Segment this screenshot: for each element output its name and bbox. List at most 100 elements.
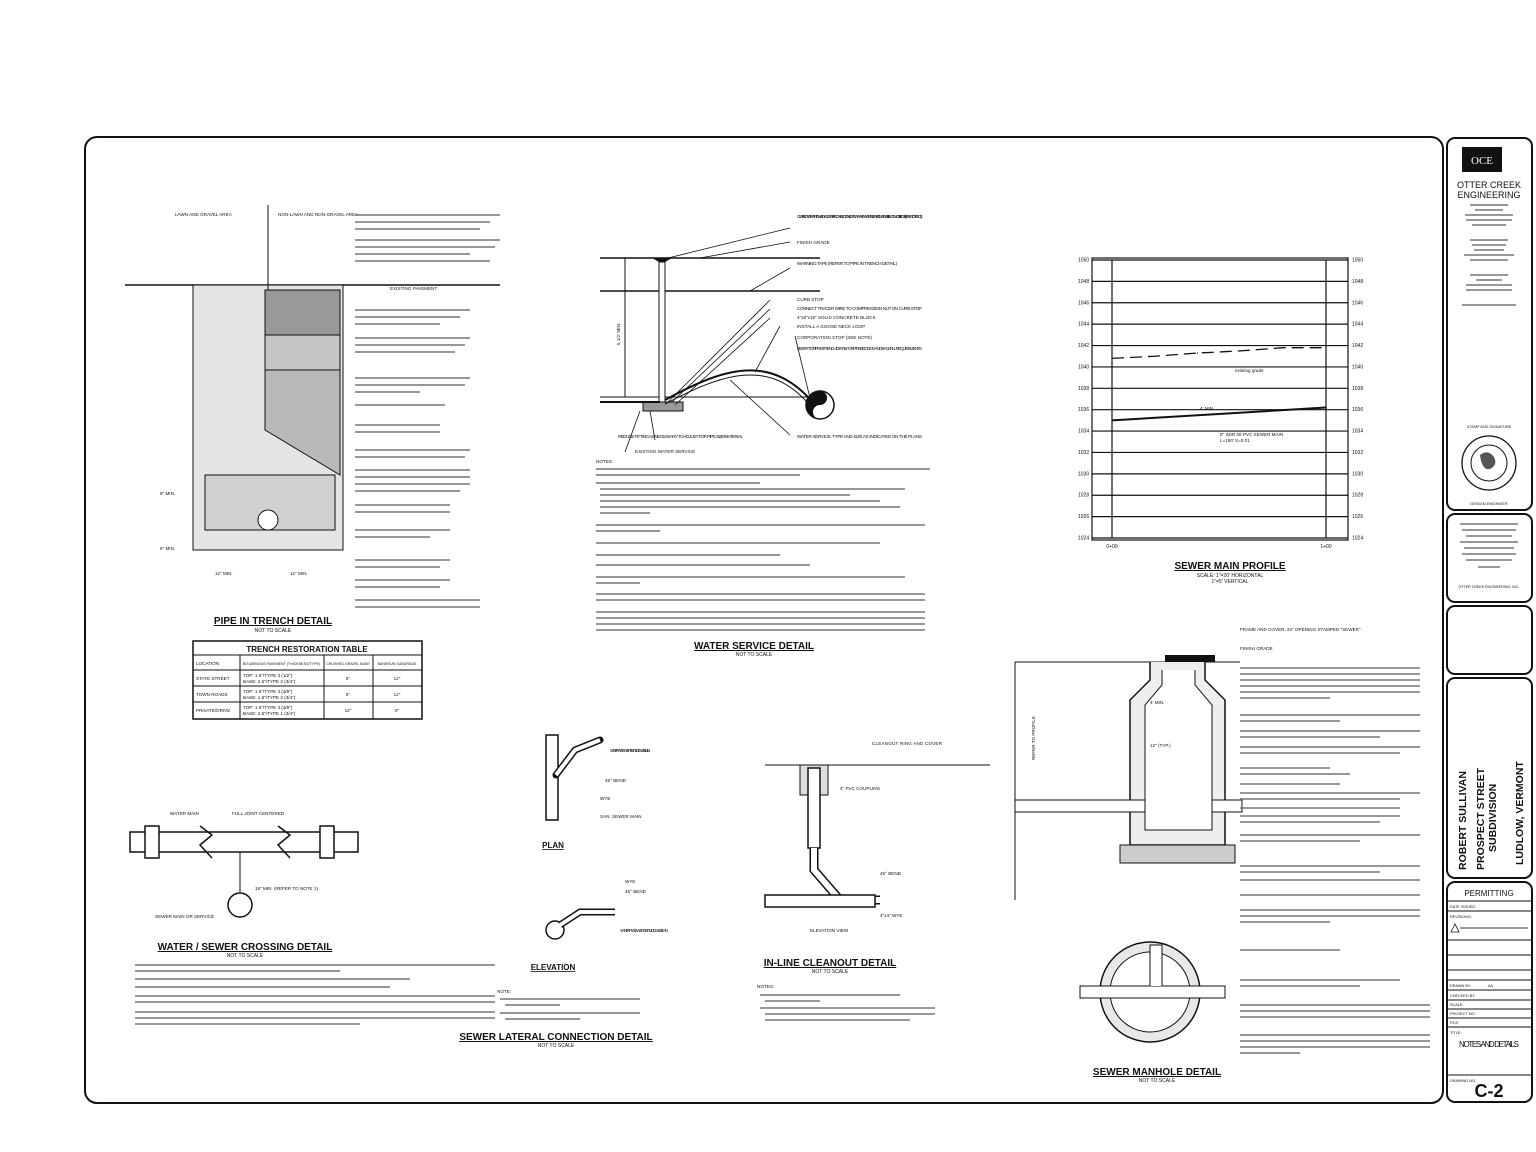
y-tick-label-left: 1028: [1078, 493, 1089, 499]
data-point: [1282, 347, 1284, 349]
label-sewer-main: SEWER MAIN OR SERVICE: [155, 914, 214, 919]
title-block: OCE OTTER CREEK ENGINEERING STAMP AND SI…: [1446, 137, 1533, 1103]
y-tick-label-right: 1044: [1352, 322, 1363, 328]
y-tick-label-right: 1024: [1352, 536, 1363, 542]
label-12-min-left: 12" MIN.: [215, 571, 233, 576]
label-existing-grade: existing grade: [1235, 368, 1264, 373]
project-name-line-2: SUBDIVISION: [1487, 784, 1499, 852]
label-sewer-main-pipe: 8" SDR 35 PVC SEWER MAIN: [1220, 432, 1283, 437]
series-sewer-main: [1111, 406, 1327, 422]
sewer-lateral-scale: NOT TO SCALE: [538, 1043, 575, 1049]
firm-name-line-1: OTTER CREEK: [1457, 180, 1521, 190]
stamp-label-bottom: DESIGN ENGINEER: [1470, 501, 1507, 506]
label-elevation-view: ELEVATION VIEW: [810, 928, 849, 933]
y-tick-label-left: 1048: [1078, 279, 1089, 285]
label-warning-tape: WARNING TAPE (REFER TO PIPE IN TRENCH DE…: [797, 261, 897, 266]
inline-cleanout-detail: CLEANOUT RING AND COVER 4" PVC COUPLING …: [757, 741, 990, 1021]
profile-frame: [1091, 257, 1349, 541]
field-title-label: TITLE:: [1450, 1031, 1461, 1035]
label-sanitary-service-elev: SANITARY SEWER SERVICE S=0.01 MIN.: [620, 928, 668, 933]
svg-text:TOWN ROADS: TOWN ROADS: [196, 692, 228, 697]
label-lawn-area: LAWN AND GRAVEL AREA: [175, 212, 233, 217]
label-wye-elev: WYE: [625, 879, 635, 884]
x-tick-label: 0+00: [1106, 544, 1117, 550]
label-sewer-main-slope: L=100' S=0.01: [1220, 438, 1250, 443]
label-connect-tracer: CONNECT TRACER WIRE TO COMPRESSION NUT O…: [797, 306, 922, 311]
label-goose-neck: INSTALL A GOOSE NECK LOOP: [797, 324, 865, 329]
inline-cleanout-notes-label: NOTES:: [757, 984, 774, 989]
svg-text:12": 12": [394, 692, 401, 697]
y-tick-label-left: 1040: [1078, 364, 1089, 370]
label-curb-box: CURB BOX WITH OPTIONAL TRACER WIRE CONNE…: [797, 214, 923, 219]
water-service-detail: 5 1/2' MIN. CURB BOX WITH OPTIONAL TRACE…: [596, 214, 930, 658]
sewer-manhole-detail: REFER TO PROFILE 4' MIN. 12" (TYP.) FRAM…: [1014, 627, 1430, 1084]
label-concrete-block: 4"x8"x16" SOLID CONCRETE BLOCK: [797, 315, 877, 320]
svg-text:TOP: 1.5"/TYPE 4 (3/8"): TOP: 1.5"/TYPE 4 (3/8"): [243, 705, 293, 710]
label-12-min-right: 12" MIN.: [290, 571, 308, 576]
svg-text:BASE: 1.5"/TYPE 2 (3/4"): BASE: 1.5"/TYPE 2 (3/4"): [243, 695, 296, 700]
profile-scale-horizontal: SCALE: 1"=20' HORIZONTAL: [1197, 573, 1264, 579]
field-date-issued: DATE ISSUED:: [1450, 905, 1476, 909]
water-sewer-crossing-scale: NOT TO SCALE: [227, 953, 264, 959]
table-header-bankrun: BANKRUN SUBGRADE: [378, 662, 417, 666]
label-6-min-top: 6" MIN.: [160, 491, 175, 496]
svg-text:OCE: OCE: [1471, 155, 1493, 167]
label-12-typ: 12" (TYP.): [1150, 743, 1171, 748]
drawing-number: C-2: [1474, 1081, 1503, 1101]
elevation-label: ELEVATION: [531, 963, 576, 972]
label-finish-grade-manhole: FINISH GRADE: [1240, 646, 1273, 651]
label-6-min-bottom: 6" MIN.: [160, 546, 175, 551]
label-existing-water-service: EXISTING WATER SERVICE: [635, 449, 695, 454]
svg-text:TOP: 1.5"/TYPE 3 (1/2"): TOP: 1.5"/TYPE 3 (1/2"): [243, 673, 293, 678]
svg-text:0": 0": [395, 708, 400, 713]
svg-text:12": 12": [394, 676, 401, 681]
y-tick-label-left: 1024: [1078, 536, 1089, 542]
pipe-in-trench-scale: NOT TO SCALE: [255, 628, 292, 634]
label-45-bend-cleanout: 45° BEND: [880, 871, 902, 876]
label-water-service-type: WATER SERVICE, TYPE AND SIZE AS INDICATE…: [797, 434, 922, 439]
field-checked-by: CHECKED BY:: [1450, 994, 1476, 998]
pe-stamp-seal: [1461, 435, 1517, 491]
label-water-main: WATER MAIN: [170, 811, 199, 816]
label-4-min: 4' MIN.: [1200, 406, 1214, 411]
label-45-bend-elev: 45° BEND: [625, 889, 647, 894]
label-existing-pavement: EXISTING PAVEMENT: [390, 286, 437, 291]
y-tick-label-right: 1042: [1352, 343, 1363, 349]
water-sewer-crossing-detail: WATER MAIN FULL JOINT CENTERED 18" MIN. …: [129, 811, 495, 1025]
label-5-half-min: 5 1/2' MIN.: [616, 323, 621, 345]
table-header-location: LOCATION: [196, 661, 219, 666]
y-tick-label-right: 1030: [1352, 471, 1363, 477]
label-18-min: 18" MIN. (REFER TO NOTE 1): [255, 886, 318, 891]
label-wye-plan: WYE: [600, 796, 610, 801]
pipe-in-trench-title: PIPE IN TRENCH DETAIL: [214, 616, 332, 627]
label-reduce-fitting: REDUCE FITTING AS NECESSARY TO ADJUST FO…: [618, 434, 743, 439]
y-tick-label-left: 1032: [1078, 450, 1089, 456]
y-tick-label-left: 1038: [1078, 386, 1089, 392]
y-tick-label-right: 1034: [1352, 429, 1363, 435]
water-service-scale: NOT TO SCALE: [736, 652, 773, 658]
label-wye-cleanout: 4"x4" WYE: [880, 913, 902, 918]
water-sewer-crossing-title: WATER / SEWER CROSSING DETAIL: [158, 942, 333, 953]
table-header-gravel: CRUSHED GRAVEL BASE: [326, 662, 370, 666]
inline-cleanout-scale: NOT TO SCALE: [812, 969, 849, 975]
y-tick-label-right: 1032: [1352, 450, 1363, 456]
label-curb-stop: CURB STOP: [797, 297, 824, 302]
label-refer-pipe-trench: REFER TO PIPE IN TRENCH DETAIL FOR PIPE …: [797, 346, 922, 351]
label-sewer-main-plan: SAN. SEWER MAIN: [600, 814, 642, 819]
y-tick-label-right: 1048: [1352, 279, 1363, 285]
data-point: [1111, 357, 1113, 359]
field-drawn-by: DRAWN BY:: [1450, 984, 1471, 988]
svg-text:6": 6": [346, 676, 351, 681]
data-point: [1325, 406, 1327, 409]
sewer-manhole-scale: NOT TO SCALE: [1139, 1078, 1176, 1084]
project-name-line-1: PROSPECT STREET: [1475, 767, 1487, 870]
project-location: LUDLOW, VERMONT: [1514, 761, 1526, 865]
svg-text:PRIVATE/DRIVE: PRIVATE/DRIVE: [196, 708, 230, 713]
table-row: STATE STREET TOP: 1.5"/TYPE 3 (1/2") BAS…: [196, 673, 401, 684]
data-point: [1154, 355, 1156, 357]
y-tick-label-left: 1046: [1078, 300, 1089, 306]
revision-delta-icon: [1450, 923, 1460, 933]
label-4-min-manhole: 4' MIN.: [1150, 700, 1164, 705]
sewer-lateral-notes-label: NOTE:: [497, 989, 511, 994]
label-full-joint: FULL JOINT CENTERED: [232, 811, 285, 816]
